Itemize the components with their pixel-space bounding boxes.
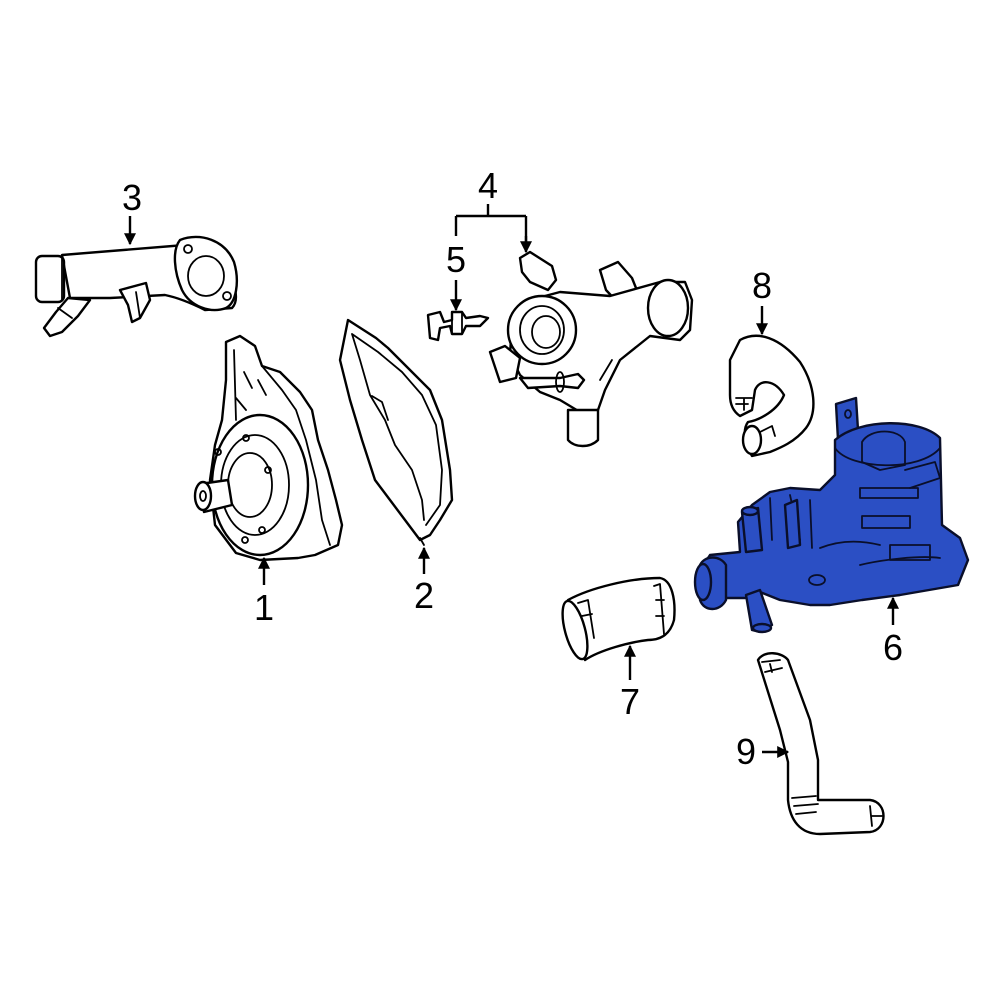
part-6-coolant-control-valve-housing[interactable] [693, 396, 970, 634]
part-2-water-pump-gasket[interactable] [338, 318, 454, 546]
callout-label-6: 6 [883, 627, 903, 668]
part-4-thermostat-housing[interactable] [488, 250, 694, 448]
part-9-outlet-hose[interactable] [756, 652, 885, 836]
callout-2: 2 [414, 546, 434, 616]
callout-5: 5 [446, 239, 466, 312]
callout-label-7: 7 [620, 681, 640, 722]
callout-6: 6 [883, 596, 903, 668]
callout-9: 9 [736, 731, 790, 772]
part-1-water-pump[interactable] [193, 334, 344, 562]
part-3-coolant-inlet-pipe[interactable] [34, 235, 238, 338]
part-7-connector-hose[interactable] [558, 576, 676, 662]
callout-label-5: 5 [446, 239, 466, 280]
part-5-bleeder-valve[interactable] [426, 310, 490, 342]
callout-label-2: 2 [414, 575, 434, 616]
callout-label-9: 9 [736, 731, 756, 772]
callout-label-4: 4 [478, 165, 498, 206]
part-8-bypass-hose[interactable] [728, 334, 815, 458]
callout-1: 1 [254, 556, 274, 628]
leader-bracket-4 [454, 204, 528, 250]
callout-3: 3 [122, 177, 142, 246]
callout-7: 7 [620, 644, 640, 722]
callout-4: 4 [454, 165, 532, 254]
callout-8: 8 [752, 265, 772, 336]
callout-label-8: 8 [752, 265, 772, 306]
callout-label-3: 3 [122, 177, 142, 218]
callout-label-1: 1 [254, 587, 274, 628]
